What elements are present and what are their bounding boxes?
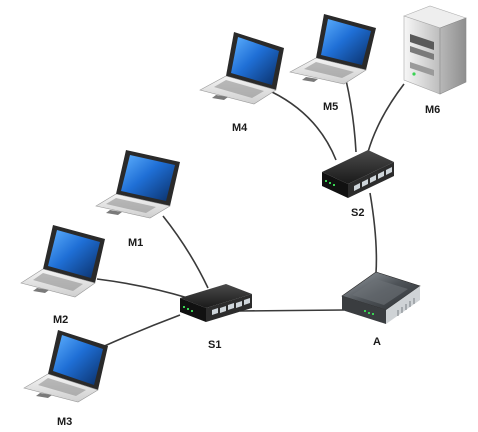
links <box>96 79 405 349</box>
switch-ports <box>212 298 250 315</box>
switch-ports <box>354 167 392 191</box>
label-m1: M1 <box>128 237 143 249</box>
router-icon <box>341 271 421 324</box>
laptop-icon <box>20 225 105 298</box>
label-m6: M6 <box>425 104 440 116</box>
labels: M1 M2 M3 M4 M5 M6 S1 S2 A <box>53 101 440 428</box>
switch-icon <box>180 284 252 322</box>
label-m5: M5 <box>323 101 338 113</box>
switch-s1 <box>180 284 252 322</box>
switch-s2 <box>322 150 394 198</box>
laptop-m4 <box>199 32 284 105</box>
label-s2: S2 <box>351 207 364 219</box>
link-m6-s2 <box>367 83 405 153</box>
link-m3-s1 <box>99 314 181 349</box>
server-m6 <box>403 5 467 95</box>
router-leds <box>364 310 374 315</box>
router-a <box>341 271 421 324</box>
switch-icon <box>322 150 394 198</box>
laptop-m1 <box>95 150 180 219</box>
link-m5-s2 <box>345 79 357 153</box>
router-vents <box>397 298 415 316</box>
laptop-m5 <box>289 14 376 85</box>
switch-leds <box>325 180 335 186</box>
link-m4-s2 <box>271 91 337 161</box>
laptop-icon <box>199 32 284 105</box>
label-m4: M4 <box>232 122 248 134</box>
link-m2-s1 <box>96 278 189 299</box>
link-a-s2 <box>369 192 378 274</box>
switch-leds <box>183 306 193 312</box>
label-m3: M3 <box>57 416 72 428</box>
server-icon <box>403 5 467 95</box>
laptop-icon <box>289 14 376 85</box>
laptop-icon <box>95 150 180 219</box>
laptop-icon <box>23 330 108 403</box>
label-a: A <box>373 336 381 348</box>
laptop-m2 <box>20 225 105 298</box>
label-m2: M2 <box>53 314 68 326</box>
link-m1-s1 <box>162 215 209 289</box>
laptop-m3 <box>23 330 108 403</box>
label-s1: S1 <box>208 339 221 351</box>
link-s1-a <box>239 309 345 312</box>
